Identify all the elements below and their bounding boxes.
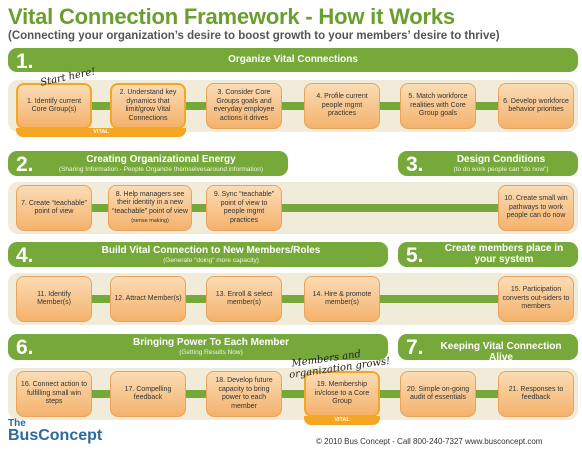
section-subtitle: (Generate “doing” more capacity) <box>163 257 259 264</box>
step-box: 18. Develop future capacity to bring pow… <box>206 371 282 417</box>
page-title: Vital Connection Framework - How it Work… <box>8 4 455 29</box>
section-number: 1. <box>16 50 34 73</box>
section-title: Keeping Vital Connection Alive <box>440 341 562 363</box>
step-label: 5. Match workforce realities with Core G… <box>408 93 468 118</box>
section-title: Create members place in your system <box>444 243 564 265</box>
step-box: 8. Help managers see their identity in a… <box>108 185 192 231</box>
section-title: Design Conditions <box>456 154 546 165</box>
step-box: 9. Sync “teachable” point of view to peo… <box>206 185 282 231</box>
step-label: 21. Responses to feedback <box>508 385 564 402</box>
section-subtitle: (to do work people can “do now”) <box>453 166 549 173</box>
logo-the: The <box>8 418 26 429</box>
section-subtitle: (Sharing Information - People Organize t… <box>58 166 264 173</box>
step-box: 20. Simple on-going audit of essentials <box>400 371 476 417</box>
step-note: (sense making) <box>131 218 169 224</box>
step-box: 21. Responses to feedback <box>498 371 574 417</box>
section-5-bar: 5. Create members place in your system <box>398 242 578 267</box>
page-subtitle: (Connecting your organization’s desire t… <box>8 30 500 42</box>
step-label: 13. Enroll & select member(s) <box>215 290 273 307</box>
section-subtitle: (Getting Results Now) <box>179 349 243 356</box>
section-number: 2. <box>16 153 34 176</box>
step-label: 2. Understand key dynamics that limit/gr… <box>119 89 177 122</box>
step-label: 20. Simple on-going audit of essentials <box>406 385 470 402</box>
step-box: 17. Compelling feedback <box>110 371 186 417</box>
step-box: 12. Attract Member(s) <box>110 276 186 322</box>
step-box: 5. Match workforce realities with Core G… <box>400 83 476 129</box>
step-label: 10. Create small win pathways to work pe… <box>504 195 568 220</box>
busconcept-logo: The BusConcept <box>8 418 103 444</box>
section-1-bar: 1. Organize Vital Connections <box>8 48 578 73</box>
step-box: 4. Profile current people mgmt practices <box>304 83 380 129</box>
step-box: 15. Participation converts out-siders to… <box>498 276 574 322</box>
section-7-bar: 7. Keeping Vital Connection Alive <box>398 334 578 363</box>
step-label: 9. Sync “teachable” point of view to peo… <box>213 191 275 224</box>
section-number: 5. <box>406 244 424 267</box>
vital-marker: VITAL <box>304 416 380 425</box>
section-title: Build Vital Connection to New Members/Ro… <box>101 245 321 256</box>
section-number: 7. <box>406 336 424 359</box>
section-number: 3. <box>406 153 424 176</box>
section-2-bar: 2. Creating Organizational Energy (Shari… <box>8 151 288 176</box>
section-number: 4. <box>16 244 34 267</box>
connector-line <box>20 204 568 212</box>
step-box: 13. Enroll & select member(s) <box>206 276 282 322</box>
step-label: 6. Develop workforce behavior priorities <box>503 97 569 114</box>
section-4-bar: 4. Build Vital Connection to New Members… <box>8 242 388 267</box>
section-title: Bringing Power To Each Member <box>133 337 289 348</box>
step-label: 7. Create “teachable” point of view <box>21 199 87 216</box>
step-label: 15. Participation converts out-siders to… <box>502 286 570 311</box>
step-label: 14. Hire & promote member(s) <box>312 290 372 307</box>
step-box: 3. Consider Core Groups goals and everyd… <box>206 83 282 129</box>
connector-line <box>20 102 568 110</box>
step-label: 18. Develop future capacity to bring pow… <box>215 377 273 410</box>
step-label: 19. Membership in/close to a Core Group <box>314 381 370 406</box>
copyright-text: © 2010 Bus Concept - Call 800-240-7327 w… <box>316 437 543 446</box>
step-box: 10. Create small win pathways to work pe… <box>498 185 574 231</box>
step-label: 3. Consider Core Groups goals and everyd… <box>213 89 275 122</box>
step-label: 16. Connect action to fulfilling small w… <box>20 381 88 406</box>
logo-name: BusConcept <box>8 427 103 444</box>
step-label: 1. Identify current Core Group(s) <box>26 97 82 114</box>
step-box: 16. Connect action to fulfilling small w… <box>16 371 92 417</box>
section-title: Creating Organizational Energy <box>86 154 236 165</box>
connector-line <box>20 295 568 303</box>
step-label: 8. Help managers see their identity in a… <box>112 190 188 215</box>
connector-line <box>20 390 568 398</box>
step-box: 6. Develop workforce behavior priorities <box>498 83 574 129</box>
section-title: Organize Vital Connections <box>228 54 358 65</box>
vital-marker: VITAL <box>16 128 186 137</box>
section-number: 6. <box>16 336 34 359</box>
step-label: 12. Attract Member(s) <box>114 294 182 302</box>
section-6-bar: 6. Bringing Power To Each Member (Gettin… <box>8 334 388 360</box>
step-box: 19. Membership in/close to a Core Group <box>304 371 380 417</box>
step-box: 2. Understand key dynamics that limit/gr… <box>110 83 186 129</box>
step-box: 1. Identify current Core Group(s) <box>16 83 92 129</box>
step-label: 11. Identify Member(s) <box>37 290 71 307</box>
section-3-bar: 3. Design Conditions (to do work people … <box>398 151 578 176</box>
step-box: 7. Create “teachable” point of view <box>16 185 92 231</box>
step-box: 11. Identify Member(s) <box>16 276 92 322</box>
step-box: 14. Hire & promote member(s) <box>304 276 380 322</box>
step-label: 4. Profile current people mgmt practices <box>316 93 368 118</box>
step-label: 17. Compelling feedback <box>124 385 172 402</box>
